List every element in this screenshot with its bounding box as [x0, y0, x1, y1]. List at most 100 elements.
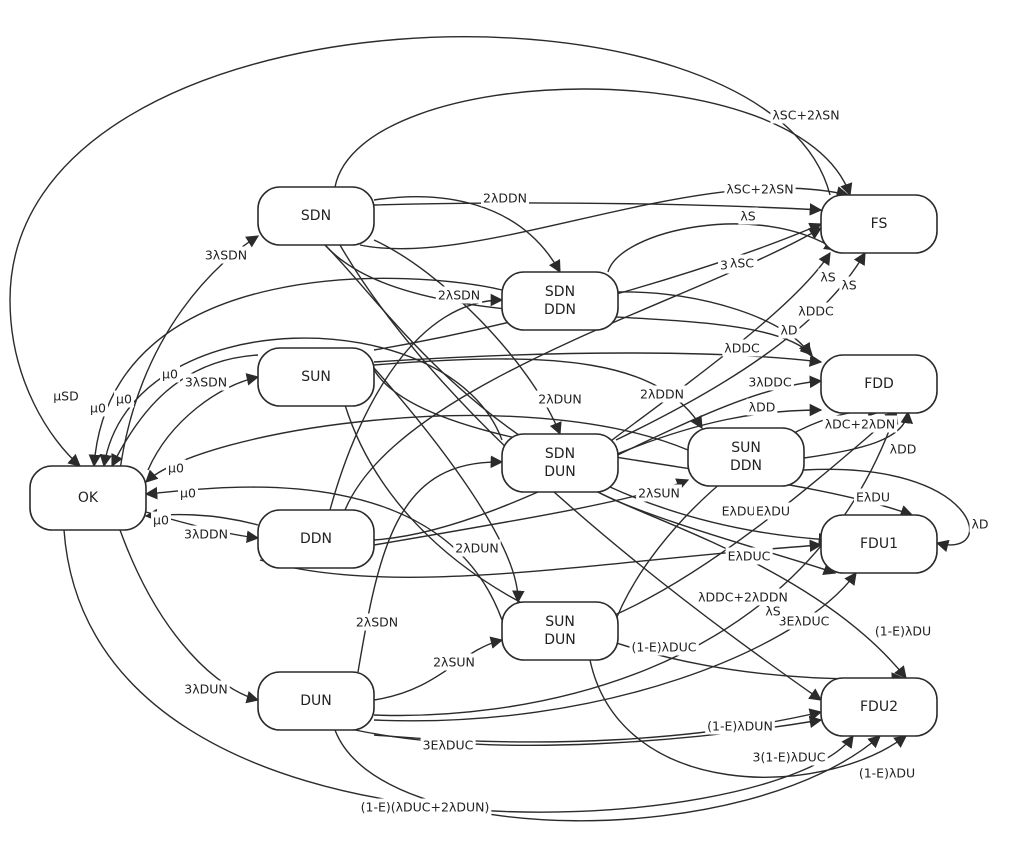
edge-label-text: λSC	[730, 256, 754, 271]
edge-path	[144, 486, 503, 621]
edge-label: μ0	[88, 399, 108, 417]
edge-sdn-dun-to-fdd	[611, 403, 823, 457]
edge-label-bg	[856, 764, 918, 782]
state-box	[257, 671, 375, 731]
edge-label-text: μSD	[53, 389, 79, 404]
edge-path	[611, 403, 823, 457]
edge-label-bg	[151, 511, 171, 529]
edge-sdn-to-fs	[373, 202, 823, 216]
edge-path	[373, 196, 561, 274]
edge-label-bg	[182, 373, 230, 391]
edge-label-bg	[887, 440, 919, 458]
edge-label-text: (1-E)λDU	[859, 766, 915, 781]
edge-path	[597, 491, 837, 575]
edge-label-bg	[696, 588, 790, 606]
edge-sun-to-sun-ddn	[373, 358, 703, 430]
edge-sdn-dun-to-fdu1	[597, 491, 837, 575]
edge-path	[147, 373, 260, 471]
edge-label: 2λDDN	[481, 189, 529, 207]
edge-label: 2λSUN	[636, 484, 682, 502]
edge-label-text: λDDC	[724, 341, 760, 356]
edge-path	[803, 410, 914, 459]
edge-label: 2λDUN	[453, 539, 501, 557]
edge-label-text: EλDUC	[722, 504, 765, 519]
state-node-ddn: DDN	[257, 509, 375, 569]
edge-label-bg	[822, 415, 898, 433]
edge-path	[617, 291, 811, 357]
edge-label-bg	[722, 339, 762, 357]
edge-label-text: 2λSDN	[438, 288, 480, 303]
edge-label-bg	[629, 638, 699, 656]
state-box	[501, 433, 619, 493]
edge-label-text: 2λSUN	[433, 655, 475, 670]
edge-label: (1-E)λDU	[856, 764, 918, 782]
edge-path	[9, 36, 831, 467]
edge-path	[88, 277, 503, 468]
edge-label: μ0	[114, 390, 134, 408]
edge-sdn-to-sdn-dun	[373, 239, 562, 436]
state-label: SDN	[301, 208, 331, 224]
edge-path	[334, 729, 881, 822]
edge-label: λSC+2λSN	[770, 106, 842, 124]
edge-label: λD	[778, 321, 800, 339]
edge-path	[607, 223, 838, 273]
state-node-fdd: FDD	[820, 354, 938, 414]
edge-label: μ0	[151, 511, 171, 529]
edge-label-text: λDDC+2λDDN	[698, 590, 788, 605]
edge-label: λSC+2λSN	[724, 180, 796, 198]
edge-sdn-ddn-to-ok	[88, 277, 503, 468]
edge-label-text: λDD	[749, 400, 776, 415]
edge-sun-dun-to-ok	[144, 486, 503, 621]
state-label: SDN	[545, 446, 575, 462]
edge-label-bg	[725, 547, 773, 565]
state-node-fs: FS	[820, 194, 938, 254]
edge-label-text: λSC+2λSN	[726, 182, 793, 197]
edge-path	[344, 227, 823, 511]
edge-sun-to-ok	[111, 354, 259, 468]
edge-sdn-ddn-to-fdd	[617, 291, 811, 357]
edge-sun-to-fs	[373, 222, 823, 351]
edge-label: 2λSUN	[431, 653, 477, 671]
edge-label-text: λDDC	[798, 304, 834, 319]
edge-label-bg	[178, 484, 198, 502]
edge-label-text: μ0	[153, 513, 169, 528]
edge-label: (1-E)λDUN	[705, 717, 775, 735]
edge-label: λDD	[887, 440, 919, 458]
edge-label-bg	[481, 189, 529, 207]
edge-label-text: EλDU	[856, 490, 890, 505]
edge-label-bg	[431, 653, 477, 671]
edge-ddn-to-sdn-ddn	[329, 293, 504, 511]
edge-label-bg	[536, 390, 584, 408]
edge-label-text: 3λSDN	[205, 248, 247, 263]
edge-label-text: (1-E)λDU	[875, 624, 931, 639]
edge-sun-to-fdd	[373, 352, 823, 367]
state-box	[820, 194, 938, 254]
state-node-sdn: SDN	[257, 186, 375, 246]
edge-label-text: 3EλDUC	[779, 614, 830, 629]
edge-label-bg	[435, 286, 483, 304]
edge-label: EλDU	[753, 502, 793, 520]
edge-label: λDC+2λDN	[822, 415, 898, 433]
edge-fs-to-ok	[9, 36, 831, 467]
state-box	[501, 271, 619, 331]
edge-label-text: μ0	[180, 486, 196, 501]
edge-label-bg	[182, 680, 230, 698]
state-label: SDN	[545, 284, 575, 300]
edge-label-text: 2λDUN	[538, 392, 581, 407]
edge-label-bg	[778, 321, 800, 339]
edge-label: λS	[763, 602, 783, 620]
edge-path	[373, 222, 823, 351]
edge-label: EλDU	[853, 488, 893, 506]
edge-label-text: 2λDDN	[640, 387, 684, 402]
edge-label-text: 2λDUN	[455, 541, 498, 556]
edge-label-text: 3λDUN	[184, 682, 227, 697]
state-node-sun: SUN	[257, 347, 375, 407]
edge-label-text: λDC+2λDN	[825, 417, 896, 432]
edge-path	[111, 354, 259, 468]
edge-label: λS	[839, 276, 859, 294]
edge-label-text: (1-E)λDUC	[631, 640, 696, 655]
